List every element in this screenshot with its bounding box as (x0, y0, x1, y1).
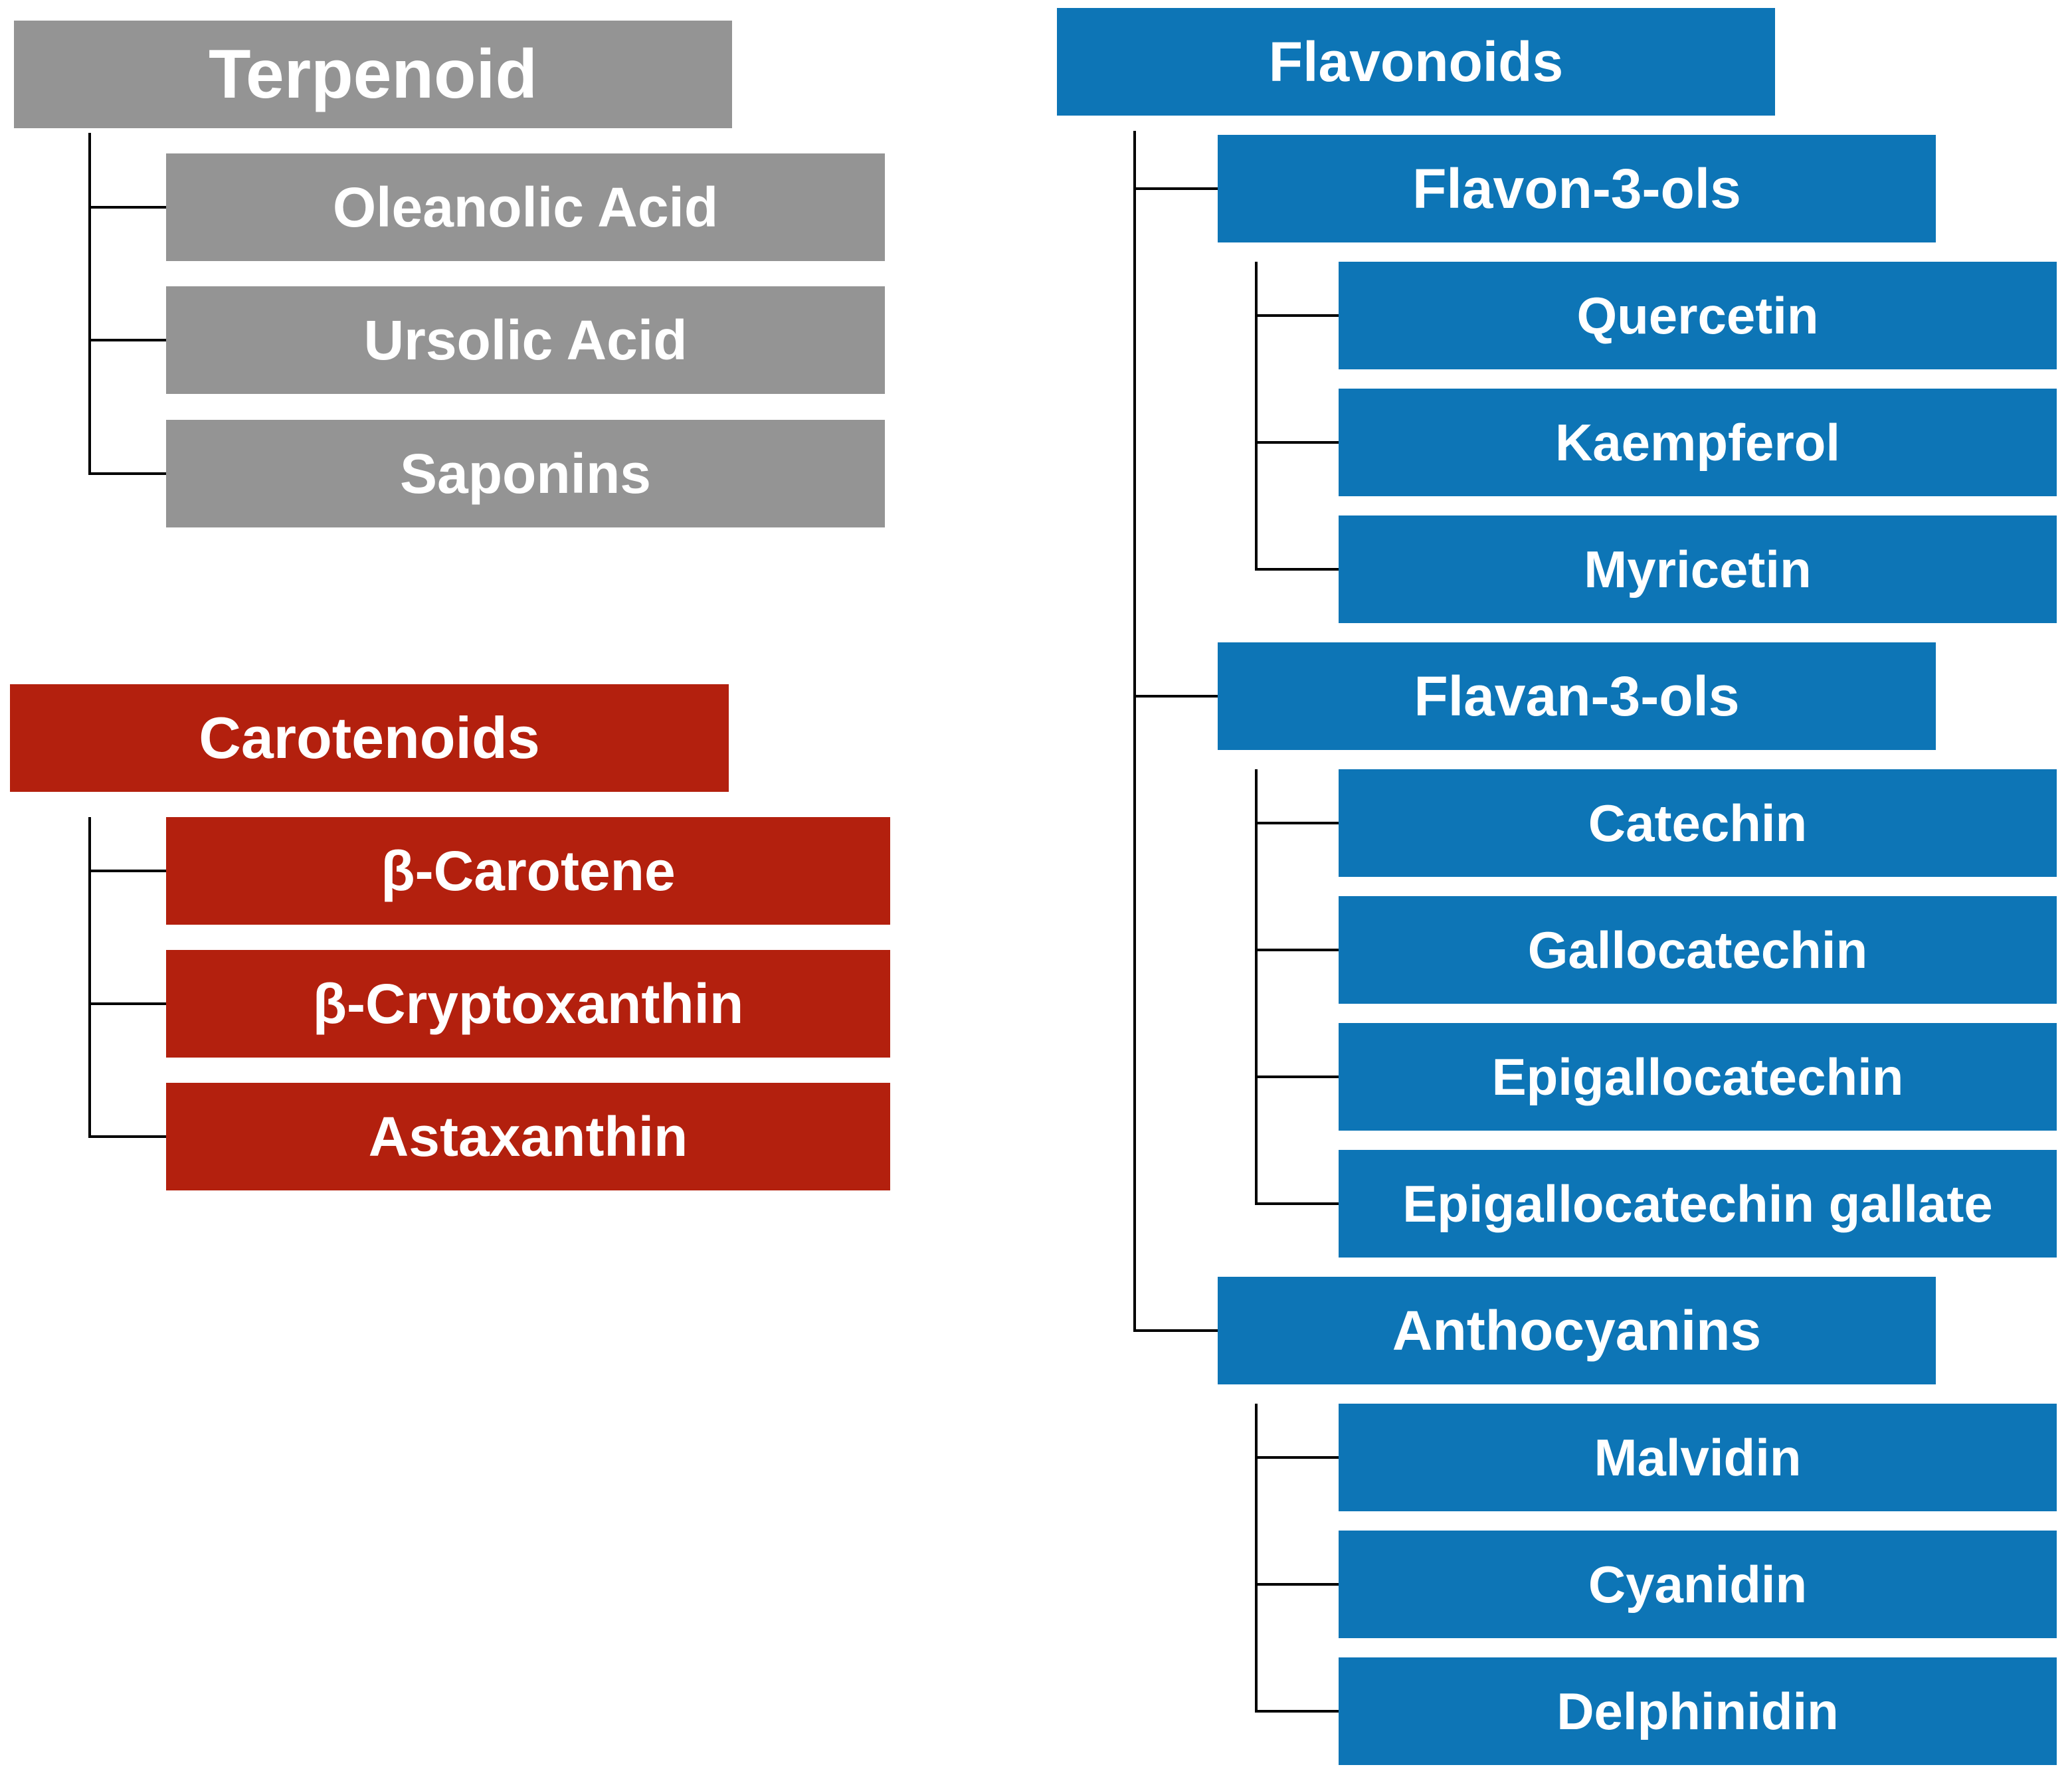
node-epigallocatechin-gallate: Epigallocatechin gallate (1339, 1150, 2057, 1258)
carotenoids-tick-3 (88, 1135, 166, 1138)
node-flavonoids: Flavonoids (1057, 8, 1775, 116)
flavan-3-ols-tick-3 (1255, 1076, 1339, 1078)
flavan-3-ols-tick-4 (1255, 1202, 1339, 1205)
flavonoids-branch-vline (1133, 131, 1136, 1332)
node-flavan-3-ols: Flavan-3-ols (1218, 642, 1936, 750)
node-malvidin: Malvidin (1339, 1404, 2057, 1511)
node-ursolic-acid: Ursolic Acid (166, 286, 885, 394)
flavonoids-tick-2 (1133, 695, 1218, 698)
node-kaempferol: Kaempferol (1339, 389, 2057, 496)
anthocyanins-tick-2 (1255, 1583, 1339, 1586)
anthocyanins-tick-1 (1255, 1456, 1339, 1459)
terpenoid-tick-3 (88, 472, 166, 475)
flavonoids-tick-1 (1133, 187, 1218, 190)
flavon-3-ols-tick-1 (1255, 314, 1339, 317)
carotenoids-tick-1 (88, 870, 166, 872)
carotenoids-tick-2 (88, 1002, 166, 1005)
node-astaxanthin: Astaxanthin (166, 1083, 890, 1190)
flavan-3-ols-tick-2 (1255, 949, 1339, 951)
anthocyanins-branch-vline (1255, 1404, 1258, 1713)
flavon-3-ols-tick-2 (1255, 441, 1339, 444)
node-quercetin: Quercetin (1339, 262, 2057, 369)
node-delphinidin: Delphinidin (1339, 1657, 2057, 1765)
node-saponins: Saponins (166, 420, 885, 527)
terpenoid-tick-1 (88, 206, 166, 209)
terpenoid-branch-vline (88, 133, 91, 475)
node-anthocyanins: Anthocyanins (1218, 1277, 1936, 1384)
flavon-3-ols-tick-3 (1255, 568, 1339, 571)
carotenoids-branch-vline (88, 817, 91, 1138)
flavan-3-ols-branch-vline (1255, 769, 1258, 1205)
node-beta-carotene: β-Carotene (166, 817, 890, 925)
node-gallocatechin: Gallocatechin (1339, 896, 2057, 1004)
flavonoids-tick-3 (1133, 1329, 1218, 1332)
node-flavon-3-ols: Flavon-3-ols (1218, 135, 1936, 242)
node-catechin: Catechin (1339, 769, 2057, 877)
node-beta-cryptoxanthin: β-Cryptoxanthin (166, 950, 890, 1058)
flavan-3-ols-tick-1 (1255, 822, 1339, 824)
node-carotenoids: Carotenoids (10, 684, 729, 792)
node-cyanidin: Cyanidin (1339, 1531, 2057, 1638)
node-epigallocatechin: Epigallocatechin (1339, 1023, 2057, 1131)
node-myricetin: Myricetin (1339, 515, 2057, 623)
flavon-3-ols-branch-vline (1255, 262, 1258, 571)
node-terpenoid: Terpenoid (14, 21, 732, 128)
terpenoid-tick-2 (88, 339, 166, 341)
anthocyanins-tick-3 (1255, 1710, 1339, 1713)
node-oleanolic-acid: Oleanolic Acid (166, 153, 885, 261)
